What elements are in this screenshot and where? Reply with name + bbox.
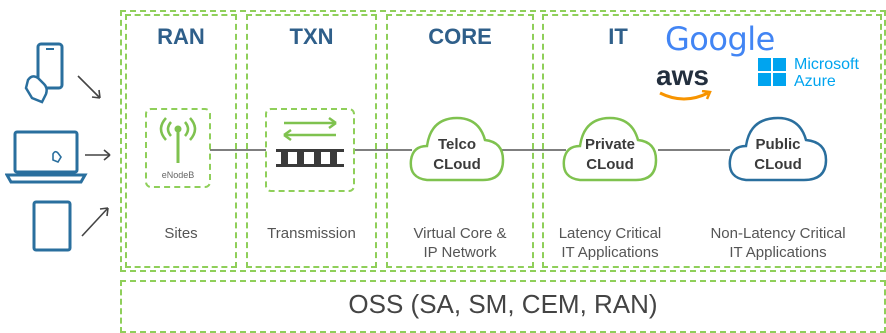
azure-line2: Azure [794, 73, 836, 90]
private-caption-line2: IT Applications [561, 244, 659, 261]
windows-icon [758, 58, 786, 86]
private-cloud [562, 116, 658, 182]
core-caption-line2: IP Network [423, 244, 497, 261]
smartphone-icon [24, 42, 101, 104]
antenna-icon [159, 117, 197, 163]
public-cloud [728, 116, 828, 182]
aws-smile-icon [659, 89, 712, 101]
it-title: IT [608, 24, 628, 49]
oss-label: OSS (SA, SM, CEM, RAN) [348, 289, 658, 319]
public-caption-line2: IT Applications [729, 244, 827, 261]
it-section [542, 14, 882, 268]
main-frame [120, 10, 886, 272]
tablet-icon [32, 200, 109, 252]
google-logo-text: Google [665, 20, 775, 58]
enodeb-box [145, 108, 211, 188]
core-caption: Virtual Core & IP Network [386, 224, 534, 262]
public-cloud-line1: Public [755, 136, 801, 153]
public-cloud-line2: CLoud [754, 156, 802, 173]
private-cloud-line1: Private [584, 136, 636, 153]
txn-caption: Transmission [267, 225, 356, 242]
aws-logo: aws [656, 62, 720, 109]
telco-cloud [409, 116, 505, 182]
telco-cloud-line1: Telco [437, 136, 477, 153]
core-caption-line1: Virtual Core & [413, 225, 507, 242]
txn-section [246, 14, 377, 268]
txn-title: TXN [289, 24, 334, 49]
telco-cloud-line2: CLoud [433, 156, 481, 173]
private-cloud-line2: CLoud [586, 156, 634, 173]
oss-frame [120, 280, 886, 333]
public-caption-line1: Non-Latency Critical [710, 225, 846, 242]
azure-line1: Microsoft [794, 56, 859, 73]
ran-caption: Sites [164, 225, 198, 242]
enodeb-label: eNodeB [161, 170, 195, 180]
ran-title: RAN [157, 24, 205, 49]
switch-box [265, 108, 355, 192]
public-caption: Non-Latency Critical IT Applications [698, 224, 858, 262]
private-cloud-label: Private CLoud [558, 135, 662, 175]
core-title: CORE [428, 24, 492, 49]
aws-logo-text: aws [656, 60, 709, 91]
public-cloud-label: Public CLoud [724, 135, 832, 175]
telco-cloud-label: Telco CLoud [405, 135, 509, 175]
private-caption: Latency Critical IT Applications [550, 224, 670, 262]
ran-section [125, 14, 237, 268]
core-section [386, 14, 534, 268]
google-logo: Google [665, 20, 775, 58]
laptop-icon [5, 130, 111, 184]
private-caption-line1: Latency Critical [558, 225, 662, 242]
switch-icon [276, 116, 344, 167]
